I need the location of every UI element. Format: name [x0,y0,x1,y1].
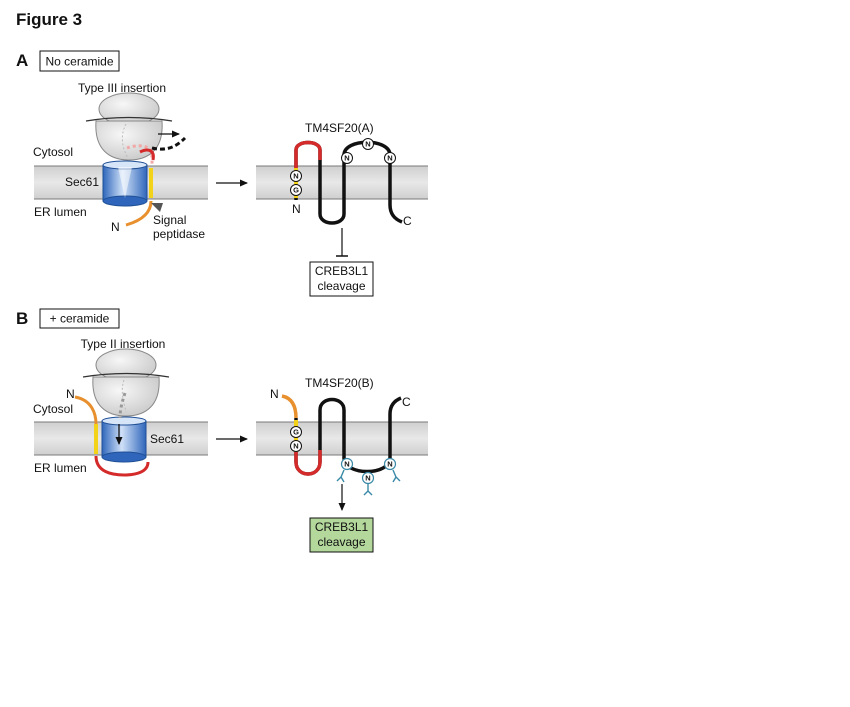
svg-text:G: G [293,186,299,195]
panel-a-insertion-label: Type III insertion [78,81,166,95]
panel-b-condition-box [39,308,120,329]
panel-b-n-terminus: N [66,387,75,401]
panel-a-protein-c: C [403,214,412,228]
panel-a-glyco-site-3: N [384,152,396,164]
panel-b-ribosome [82,348,170,417]
panel-b-outcome-line2: cleavage [317,535,365,549]
panel-b-sec61-label: Sec61 [150,432,184,446]
panel-a-peptidase-label-1: Signal [153,213,186,227]
panel-b-outcome-box [309,517,374,553]
panel-b-lumen-label: ER lumen [34,461,87,475]
svg-text:G: G [293,428,299,437]
panel-a-chain-red [139,148,155,161]
svg-text:N: N [365,140,370,149]
panel-a-glyco-site-2: N [362,138,374,150]
panel-b-chain-dashed [118,392,127,419]
svg-text:N: N [344,154,349,163]
svg-text:N: N [387,154,392,163]
panel-b-residue-g: G [290,426,302,438]
panel-b-loop-red [94,455,150,477]
panel-b-n-terminus-segment [74,395,98,425]
svg-text:N: N [293,442,298,451]
panel-b-topology-red [294,450,322,476]
panel-a-topology-red [294,140,322,180]
panel-a-cytosol-label: Cytosol [33,145,73,159]
svg-text:N: N [344,460,349,469]
panel-b-insertion-label: Type II insertion [81,337,166,351]
panel-a-peptidase-icon [151,203,163,212]
panel-a-letter: A [16,51,28,70]
panel-b-letter: B [16,309,28,328]
panel-b-protein-c: C [402,395,411,409]
panel-b: B + ceramide Type II insertion N Cytosol… [16,308,428,553]
panel-b-sec61 [101,416,147,463]
panel-b-residue-n: N [290,440,302,452]
panel-a-residue-n: N [290,170,302,182]
panel-a-outcome-line2: cleavage [317,279,365,293]
panel-a-sec61 [102,160,148,207]
panel-b-glycan-site-1: N [336,457,354,483]
panel-a-cleaved-n-terminus [125,200,153,227]
panel-b-membrane-right [256,422,428,455]
panel-a-peptidase-label-2: peptidase [153,227,205,241]
panel-b-protein-label: TM4SF20(B) [305,376,374,390]
svg-text:N: N [293,172,298,181]
figure-title: Figure 3 [16,10,82,29]
panel-a-chain-pink [126,144,154,166]
panel-a-protein-label: TM4SF20(A) [305,121,374,135]
panel-b-topology-orange [281,394,298,419]
panel-b-condition-label: + ceramide [50,312,110,326]
panel-a-condition-label: No ceramide [45,55,113,69]
panel-a-n-terminus: N [111,220,120,234]
svg-text:N: N [387,460,392,469]
panel-a-glyco-site-1: N [341,152,353,164]
panel-b-glycan-site-3: N [383,457,401,483]
panel-a-residue-g: G [290,184,302,196]
panel-a-outcome-line1: CREB3L1 [315,264,369,278]
panel-b-outcome-line1: CREB3L1 [315,520,369,534]
panel-b-cytosol-label: Cytosol [33,402,73,416]
panel-a-dashed-exit [151,136,187,151]
panel-a-sec61-label: Sec61 [65,175,99,189]
panel-b-protein-n: N [270,387,279,401]
panel-b-glycan-site-2: N [361,471,375,496]
panel-a-lumen-label: ER lumen [34,205,87,219]
svg-text:N: N [365,474,370,483]
panel-a-ribosome [85,92,173,161]
panel-a-protein-n: N [292,202,301,216]
panel-a-condition-box [39,50,120,72]
panel-a: A No ceramide Type III insertion [16,50,428,297]
panel-a-membrane-right [256,166,428,199]
panel-a-outcome-box [309,261,374,297]
